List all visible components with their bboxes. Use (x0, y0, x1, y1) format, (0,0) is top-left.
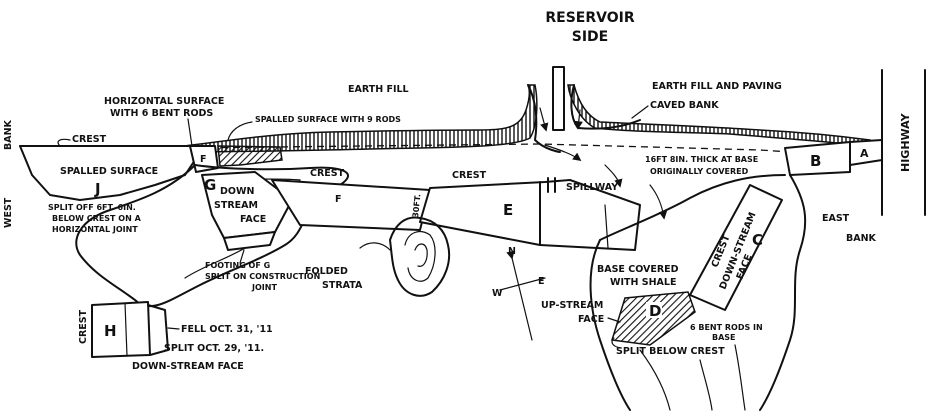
east-scour-top (599, 174, 786, 241)
g-face-label-3: FACE (240, 214, 266, 225)
g-face-label-2: STREAM (214, 200, 258, 211)
folded-strata-arch (359, 242, 391, 251)
split-off-label-1: SPLIT OFF 6FT. 6IN. (48, 203, 136, 212)
original-crest-line (184, 143, 791, 153)
title-side: SIDE (572, 29, 608, 45)
thickness-label-2: ORIGINALLY COVERED (650, 167, 749, 176)
flow-arrow-4 (604, 164, 623, 188)
compass-west: W (492, 288, 503, 299)
footing-label-2: SPLIT ON CONSTRUCTION (205, 272, 320, 281)
compass-east: E (538, 276, 545, 287)
spalled-rods-leader (227, 121, 253, 141)
block-a-letter: A (860, 147, 869, 160)
upstream-face-label-2: FACE (578, 314, 604, 325)
east-scour-streaks (639, 344, 746, 411)
compass-north: N (508, 246, 516, 257)
caved-bank-label: CAVED BANK (650, 100, 719, 111)
east-bank-label-1: EAST (822, 213, 850, 224)
fell-label: FELL OCT. 31, '11 (181, 324, 273, 335)
spillway-label: SPILLWAY (566, 182, 618, 193)
block-g-footing (223, 231, 276, 251)
crest-f-label: CREST (310, 168, 345, 179)
earth-fill-paving-label: EARTH FILL AND PAVING (652, 81, 782, 92)
compass-ew-line (499, 277, 546, 291)
crest-e-label: CREST (452, 170, 487, 181)
highway-label: HIGHWAY (899, 112, 912, 172)
west-scour-outline (75, 164, 349, 308)
folded-strata-inner-1 (404, 231, 436, 282)
block-c (689, 184, 783, 311)
footing-leader (239, 249, 245, 264)
flow-arrow-1 (539, 107, 549, 132)
east-bank-label-2: BANK (846, 233, 877, 244)
horizontal-surface-leader (187, 118, 193, 147)
block-c-letter: C (752, 231, 763, 249)
east-scour-left (589, 239, 631, 411)
upstream-face-label-1: UP-STREAM (541, 300, 603, 311)
gap-label: 30FT. (411, 194, 422, 219)
block-f-letter: F (335, 194, 342, 205)
split-oct-label: SPLIT OCT. 29, '11. (164, 343, 264, 354)
g-face-label-1: DOWN (220, 186, 254, 197)
block-a (849, 139, 883, 166)
folded-strata-label-1: FOLDED (305, 266, 348, 277)
crest-west-label: CREST (72, 134, 107, 145)
folded-strata-label-2: STRATA (322, 280, 363, 291)
earth-fill-label: EARTH FILL (348, 84, 409, 95)
split-below-crest-leader (611, 337, 621, 349)
block-h-side (147, 304, 169, 356)
title-reservoir: RESERVOIR (545, 10, 634, 26)
block-h (91, 301, 151, 358)
footing-label-3: JOINT (251, 283, 277, 292)
block-d (611, 291, 696, 346)
west-bank-label-b: BANK (3, 119, 14, 150)
spillway-wall (552, 66, 565, 131)
flow-arrow-3 (544, 144, 582, 162)
footing-label-1: FOOTING OF G (205, 261, 270, 270)
west-bank-label-a: WEST (3, 197, 14, 228)
spalled-area (217, 145, 283, 167)
earth-fill-east-ridge (567, 84, 871, 147)
fell-leader (167, 327, 180, 330)
flow-arrow-5 (649, 184, 668, 220)
block-h-split (124, 302, 128, 357)
base-shale-label-2: WITH SHALE (610, 277, 676, 288)
crest-west-leader (57, 138, 71, 147)
block-b-letter: B (810, 152, 821, 170)
earth-fill-west-ridge (184, 84, 538, 153)
upstream-face-leader (607, 317, 621, 323)
split-off-label-3: HORIZONTAL JOINT (52, 225, 138, 234)
block-j-letter: J (94, 180, 101, 198)
split-off-label-2: BELOW CREST ON A (52, 214, 142, 223)
block-d-letter-bg (646, 302, 662, 318)
block-d-letter: D (649, 302, 661, 320)
block-b (784, 141, 851, 176)
spalled-surface-label: SPALLED SURFACE (60, 166, 158, 177)
block-g-letter: G (204, 176, 216, 194)
block-h-letter: H (104, 322, 117, 340)
rods-base-label-1: 6 BENT RODS IN (690, 323, 763, 332)
base-shale-label-1: BASE COVERED (597, 264, 679, 275)
horizontal-surface-label-1: HORIZONTAL SURFACE (104, 96, 224, 107)
block-f-small-letter: F (200, 154, 207, 165)
spalled-surface-rods-label: SPALLED SURFACE WITH 9 RODS (255, 115, 401, 124)
horizontal-surface-label-2: WITH 6 BENT RODS (110, 108, 213, 119)
compass-ns-line (506, 250, 533, 341)
crest-h-label: CREST (78, 309, 89, 344)
thickness-label-1: 16FT 8IN. THICK AT BASE (645, 155, 758, 164)
folded-strata-inner-2 (414, 243, 428, 267)
split-below-crest-label: SPLIT BELOW CREST (616, 346, 725, 357)
flow-arrow-2 (574, 109, 583, 130)
east-bank-edge (759, 174, 807, 411)
block-e-letter: E (503, 201, 513, 219)
spillway-posts (547, 177, 556, 193)
block-e-inner-line (604, 204, 609, 249)
rods-base-label-2: BASE (712, 333, 736, 342)
block-e (419, 179, 641, 251)
h-downstream-label: DOWN-STREAM FACE (132, 361, 244, 372)
block-f (271, 179, 431, 231)
folded-strata-outline (389, 216, 451, 297)
caved-bank-leader (631, 105, 649, 119)
